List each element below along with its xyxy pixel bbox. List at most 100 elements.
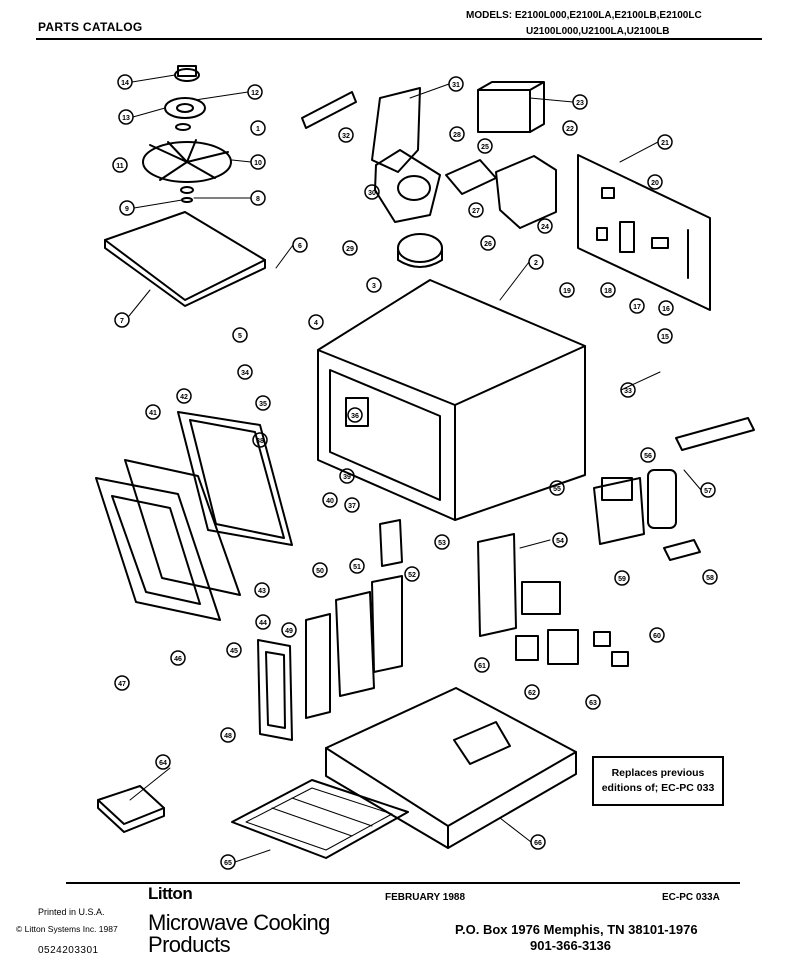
catalog-code: EC-PC 033A — [662, 892, 720, 903]
callout-number: 58 — [706, 575, 714, 582]
air-duct-assembly — [301, 87, 443, 268]
callout-number: 60 — [653, 633, 661, 640]
callout-number: 1 — [256, 126, 260, 133]
callout-number: 34 — [241, 370, 249, 377]
callout-number: 66 — [534, 840, 542, 847]
callout-number: 22 — [566, 126, 574, 133]
product-line-2: Products — [148, 932, 231, 957]
callout-number: 12 — [251, 90, 259, 97]
callout-number: 43 — [258, 588, 266, 595]
base-plate — [104, 211, 266, 307]
models-line-2: U2100L000,U2100LA,U2100LB — [526, 26, 670, 37]
note-line-2: editions of; EC-PC 033 — [601, 782, 715, 794]
callout-number: 30 — [368, 190, 376, 197]
callout-number: 13 — [122, 115, 130, 122]
brand-logo: Litton — [148, 884, 193, 903]
callout-number: 49 — [285, 628, 293, 635]
callout-number: 38 — [256, 438, 264, 445]
magnetron-assembly — [445, 81, 557, 229]
callout-number: 40 — [326, 498, 334, 505]
callout-number: 8 — [256, 196, 260, 203]
callout-number: 36 — [351, 413, 359, 420]
callout-number: 4 — [314, 320, 318, 327]
callout-number: 31 — [452, 82, 460, 89]
callout-number: 19 — [563, 288, 571, 295]
callout-number: 64 — [159, 760, 167, 767]
callout-number: 35 — [259, 401, 267, 408]
models-line-1: MODELS: E2100L000,E2100LA,E2100LB,E2100L… — [466, 10, 702, 21]
callout-number: 65 — [224, 860, 232, 867]
callout-number: 52 — [408, 572, 416, 579]
callout-number: 7 — [120, 318, 124, 325]
callout-number: 57 — [704, 488, 712, 495]
callout-number: 53 — [438, 540, 446, 547]
callout-number: 11 — [116, 163, 124, 170]
fan-motor-assembly — [142, 65, 232, 203]
callout-number: 25 — [481, 144, 489, 151]
callout-number: 63 — [589, 700, 597, 707]
product-line-1: Microwave Cooking — [148, 910, 330, 935]
callout-number: 29 — [346, 246, 354, 253]
callout-number: 16 — [662, 306, 670, 313]
callout-number: 18 — [604, 288, 612, 295]
callout-number: 59 — [618, 576, 626, 583]
product-line: Microwave Cooking Products — [148, 912, 330, 956]
callout-number: 54 — [556, 538, 564, 545]
base-tray — [325, 687, 577, 849]
callout-number: 32 — [342, 133, 350, 140]
callout-number: 15 — [661, 334, 669, 341]
copyright-notice: © Litton Systems Inc. 1987 — [16, 924, 118, 934]
callout-number: 46 — [174, 656, 182, 663]
callout-number: 24 — [541, 224, 549, 231]
switch-bracket — [477, 533, 629, 667]
callout-number: 41 — [149, 410, 157, 417]
printed-in: Printed in U.S.A. — [38, 907, 105, 917]
callout-number: 62 — [528, 690, 536, 697]
door-choke — [257, 639, 293, 741]
callout-number: 61 — [478, 663, 486, 670]
callout-number: 45 — [230, 648, 238, 655]
callout-number: 27 — [472, 208, 480, 215]
callout-number: 42 — [180, 394, 188, 401]
bottom-filter — [231, 779, 409, 859]
callout-number: 17 — [633, 304, 641, 311]
publish-date: FEBRUARY 1988 — [385, 892, 466, 903]
callout-number: 47 — [118, 681, 126, 688]
door-assembly — [95, 411, 293, 621]
note-line-1: Replaces previous — [611, 767, 705, 779]
callout-number: 20 — [651, 180, 659, 187]
header-rule — [36, 38, 762, 40]
callout-number: 48 — [224, 733, 232, 740]
callout-number: 37 — [348, 503, 356, 510]
callout-number: 44 — [259, 620, 267, 627]
control-board — [577, 154, 711, 311]
callout-number: 21 — [661, 140, 669, 147]
callout-number: 56 — [644, 453, 652, 460]
callout-number: 55 — [553, 486, 561, 493]
callout-number: 2 — [534, 260, 538, 267]
callout-number: 39 — [343, 474, 351, 481]
callout-number: 51 — [353, 564, 361, 571]
callout-number: 3 — [372, 283, 376, 290]
models-list: MODELS: E2100L000,E2100LA,E2100LB,E2100L… — [466, 8, 766, 40]
callout-number: 50 — [316, 568, 324, 575]
callout-number: 6 — [298, 243, 302, 250]
callout-number: 9 — [125, 206, 129, 213]
mailing-address: P.O. Box 1976 Memphis, TN 38101-1976 — [455, 922, 698, 937]
callout-number: 28 — [453, 132, 461, 139]
catalog-label: PARTS CATALOG — [38, 20, 143, 34]
outer-cabinet — [317, 279, 586, 521]
high-voltage-components — [593, 417, 755, 561]
callout-number: 33 — [624, 388, 632, 395]
callout-number: 10 — [254, 160, 262, 167]
footer-rule — [66, 882, 740, 884]
document-part-number: 0524203301 — [38, 945, 99, 956]
circuit-boards — [305, 519, 403, 719]
replacement-note: Replaces previous editions of; EC-PC 033 — [592, 756, 724, 806]
callout-number: 5 — [238, 333, 242, 340]
callout-number: 26 — [484, 241, 492, 248]
leader-lines — [128, 74, 702, 863]
phone-number: 901-366-3136 — [530, 938, 611, 953]
